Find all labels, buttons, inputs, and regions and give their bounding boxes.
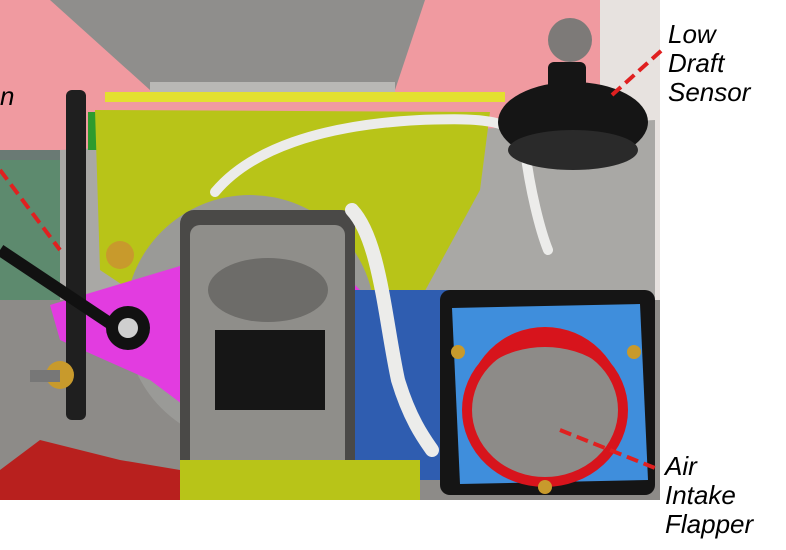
- intake-screw-2: [627, 345, 641, 359]
- motor-coil: [215, 330, 325, 410]
- low-draft-sensor-base: [508, 130, 638, 170]
- partial-left-label: n: [0, 82, 14, 111]
- pivot-bolt-center: [118, 318, 138, 338]
- intake-screw-3: [538, 480, 552, 494]
- low-draft-sensor-cap: [548, 62, 586, 90]
- gold-nut-upper: [106, 241, 134, 269]
- motor-cap: [208, 258, 328, 322]
- bolt-stem: [30, 370, 60, 382]
- air-intake-flapper-label: Air Intake Flapper: [665, 452, 753, 539]
- pink-housing-hole: [548, 18, 592, 62]
- intake-screw-1: [451, 345, 465, 359]
- bottom-bracket: [180, 460, 420, 500]
- low-draft-sensor-label: Low Draft Sensor: [668, 20, 750, 107]
- yellow-rail: [105, 92, 505, 102]
